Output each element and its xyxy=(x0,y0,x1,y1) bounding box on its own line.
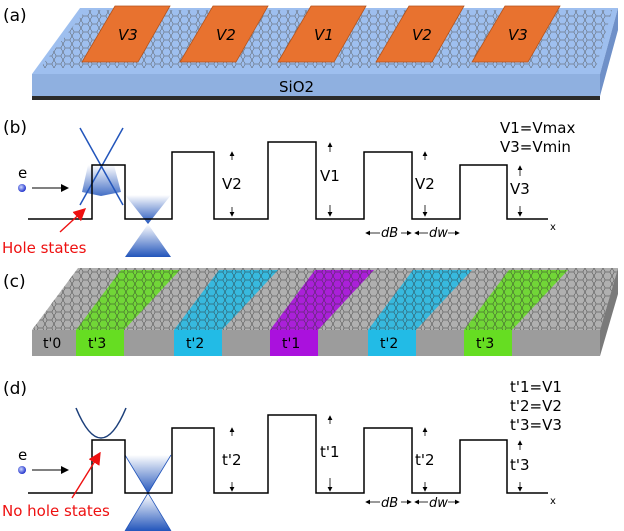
gate-1 xyxy=(81,5,171,63)
height-label-d-2: t'1 xyxy=(320,443,340,461)
potential-profile-d xyxy=(28,414,548,494)
region-label-1: t'3 xyxy=(88,336,106,352)
height-label-1: V2 xyxy=(222,175,242,193)
eq-d-1: t'1=V1 xyxy=(510,378,562,396)
electron-label-d: e xyxy=(18,446,27,464)
sio2-side-face xyxy=(600,8,618,96)
no-hole-states-arrow xyxy=(71,451,101,499)
gate-3 xyxy=(277,5,367,63)
no-hole-states-label: No hole states xyxy=(2,502,110,520)
height-label-d-4: t'3 xyxy=(510,456,530,474)
sio2-substrate xyxy=(32,74,600,96)
gate-4 xyxy=(375,5,465,63)
panel-b: (b) e Hole states V2 V1 V2 V3 xyxy=(2,118,575,257)
gate-label-4: V2 xyxy=(412,26,432,44)
x-axis-label-b: x xyxy=(550,222,556,233)
eq-b-2: V3=Vmin xyxy=(500,138,571,156)
panel-c: (c) t'0 t'3 t'2 t'1 t'2 t'3 xyxy=(3,268,618,356)
panel-a: (a) V3 V2 V1 V2 V3 SiO2 xyxy=(3,5,618,100)
height-label-d-1: t'2 xyxy=(222,451,242,469)
panel-b-label: (b) xyxy=(3,118,27,138)
electron-icon xyxy=(18,184,26,192)
panel-a-label: (a) xyxy=(3,6,27,26)
panel-d: (d) e No hole states t'2 t'1 t'2 t'3 xyxy=(2,378,562,531)
db-label: dB xyxy=(381,226,398,241)
gate-label-3: V1 xyxy=(314,26,334,44)
height-label-4: V3 xyxy=(510,180,530,198)
gapped-band-icon xyxy=(75,407,127,439)
height-label-3: V2 xyxy=(415,175,435,193)
dw-label: dw xyxy=(429,226,448,241)
region-label-3: t'1 xyxy=(282,336,300,352)
height-label-2: V1 xyxy=(320,167,340,185)
height-label-d-3: t'2 xyxy=(415,451,435,469)
eq-d-3: t'3=V3 xyxy=(510,416,562,434)
hole-states-label: Hole states xyxy=(2,239,87,257)
region-label-2: t'2 xyxy=(186,336,204,352)
dw-label-d: dw xyxy=(429,496,448,511)
graphene-side-face xyxy=(600,268,618,356)
gate-label-2: V2 xyxy=(216,26,236,44)
gate-electrodes xyxy=(81,5,561,63)
gate-label-1: V3 xyxy=(118,26,138,44)
potential-profile xyxy=(28,141,548,220)
region-label-5: t'3 xyxy=(476,336,494,352)
gate-label-5: V3 xyxy=(508,26,528,44)
db-label-d: dB xyxy=(381,496,398,511)
substrate-label: SiO2 xyxy=(279,78,314,96)
gate-5 xyxy=(471,5,561,63)
hole-states-arrow xyxy=(59,208,87,233)
region-label-0: t'0 xyxy=(43,336,61,352)
eq-d-2: t'2=V2 xyxy=(510,397,562,415)
electron-label: e xyxy=(18,164,27,182)
panel-d-label: (d) xyxy=(3,379,27,399)
gate-2 xyxy=(179,5,269,63)
panel-c-label: (c) xyxy=(3,272,26,292)
dirac-cone-well xyxy=(125,195,171,257)
eq-b-1: V1=Vmax xyxy=(500,119,575,137)
dirac-cone-barrier xyxy=(79,127,124,206)
electron-icon-d xyxy=(18,466,26,474)
x-axis-label-d: x xyxy=(550,496,556,507)
region-label-4: t'2 xyxy=(380,336,398,352)
